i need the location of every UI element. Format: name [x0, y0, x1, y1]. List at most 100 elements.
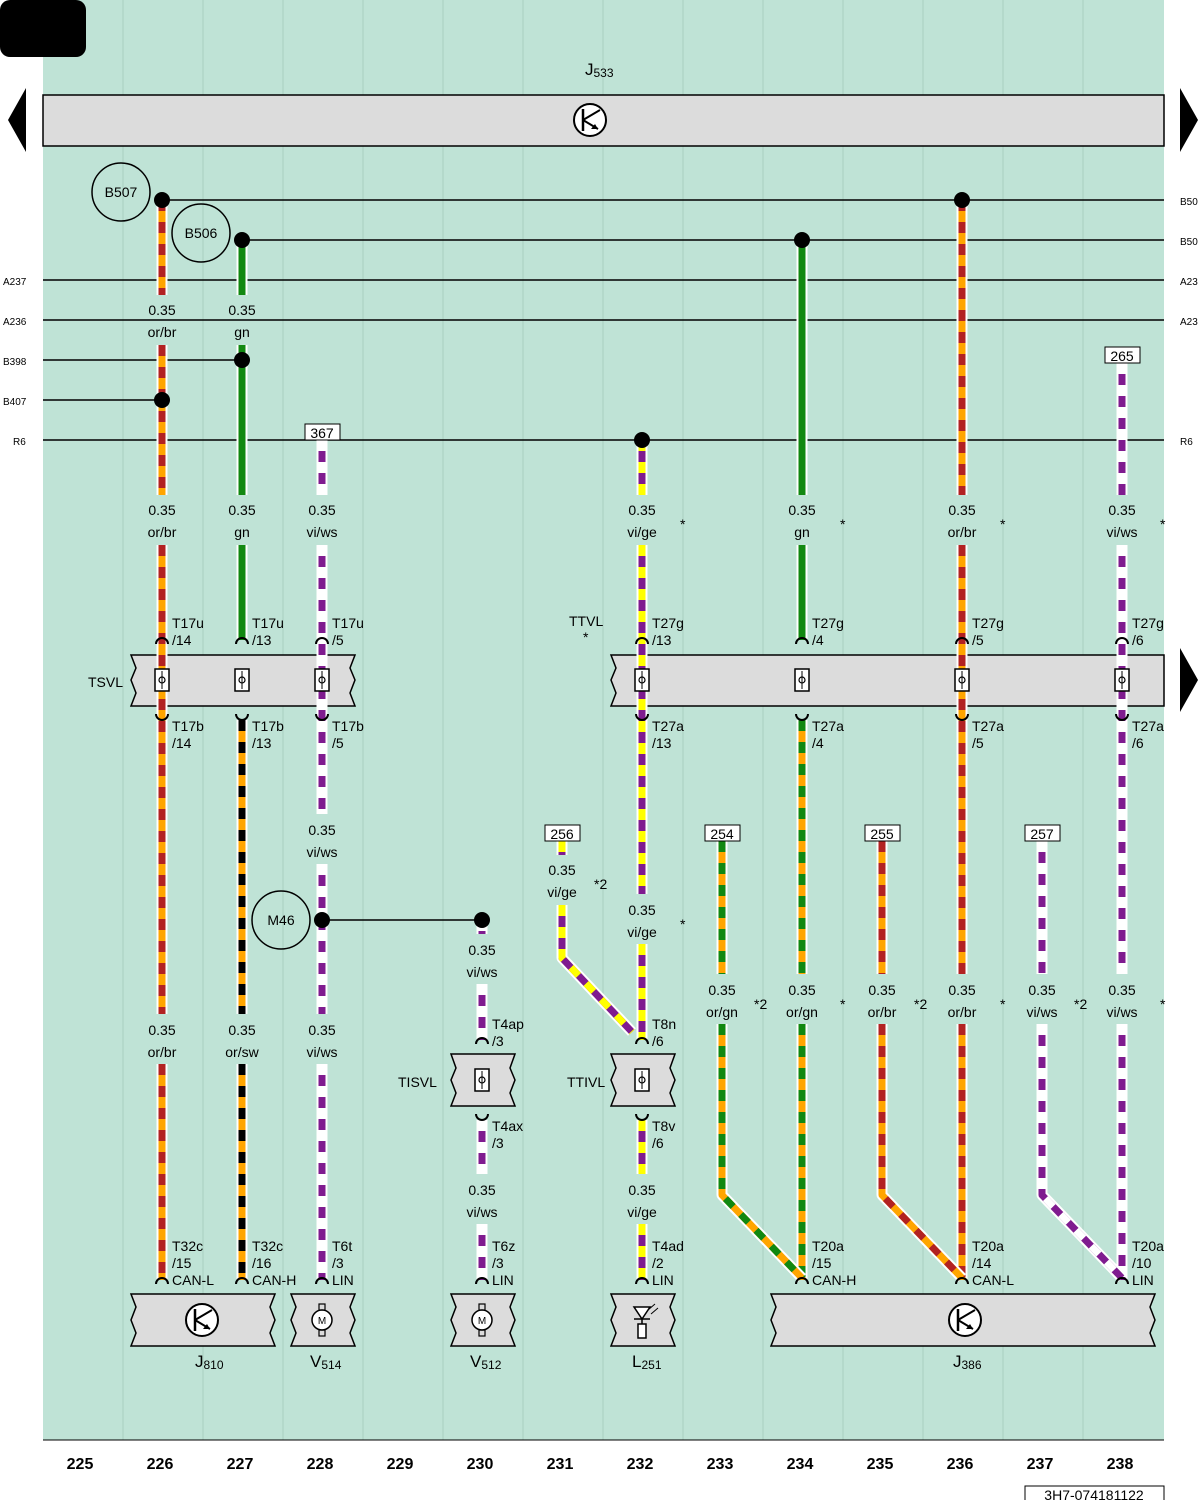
pin-label: T27a — [812, 718, 844, 734]
wire-note: *2 — [1074, 996, 1087, 1012]
svg-text:B50: B50 — [1180, 237, 1198, 248]
pin-label: /15 — [172, 1255, 192, 1271]
svg-text:R6: R6 — [13, 437, 26, 448]
bus-labels: A237 A236 B398 B407 R6 B50 B50 A23 A23 R… — [3, 197, 1198, 448]
wire-section-label: 0.35 — [628, 502, 655, 518]
column-number: 233 — [707, 1456, 734, 1473]
pin-label: /6 — [1132, 735, 1144, 751]
connector-labels: TSVL TTVL * TISVL TTIVL — [88, 613, 605, 1090]
control-unit-icon — [184, 1302, 220, 1338]
column-number: 235 — [867, 1456, 894, 1473]
pin-arcs — [155, 637, 1129, 1285]
control-unit-icon — [572, 102, 608, 138]
svg-text:*: * — [583, 629, 589, 645]
wire-section-label: 0.35 — [628, 1182, 655, 1198]
ground-b507 — [91, 162, 151, 222]
pin-label: /13 — [652, 632, 672, 648]
page-code: 3H7-074181122 — [1044, 1487, 1144, 1500]
pin-label: /6 — [652, 1135, 664, 1151]
wire-color-label: vi/ws — [306, 844, 337, 860]
pin-label: /14 — [972, 1255, 992, 1271]
continue-right-arrow — [1180, 648, 1198, 712]
pin-label: /14 — [172, 735, 192, 751]
wire-note: *2 — [594, 876, 607, 892]
svg-text:A236: A236 — [3, 317, 27, 328]
wire-section-label: 0.35 — [1028, 982, 1055, 998]
pin-label: T27g — [1132, 615, 1164, 631]
svg-text:A237: A237 — [3, 277, 27, 288]
wire-color-label: vi/ws — [1106, 524, 1137, 540]
column-number: 225 — [67, 1456, 94, 1473]
pin-label: T20a — [972, 1238, 1004, 1254]
wire-section-label: 0.35 — [1108, 502, 1135, 518]
column-number: 237 — [1027, 1456, 1054, 1473]
wire-note: * — [840, 516, 846, 532]
wire-note: *2 — [754, 996, 767, 1012]
column-number: 232 — [627, 1456, 654, 1473]
wire-note: * — [1000, 996, 1006, 1012]
svg-text:L251: L251 — [632, 1352, 662, 1372]
wire-color-label: gn — [234, 324, 250, 340]
wire-color-label: or/br — [948, 1004, 977, 1020]
wire-color-label: or/sw — [225, 1044, 259, 1060]
pin-label: /14 — [172, 632, 192, 648]
column-number: 230 — [467, 1456, 494, 1473]
pin-label: /3 — [332, 1255, 344, 1271]
pin-label: /3 — [492, 1033, 504, 1049]
svg-text:J810: J810 — [195, 1352, 224, 1372]
pin-label: /13 — [252, 632, 272, 648]
pin-label: T27a — [1132, 718, 1164, 734]
pin-label: LIN — [652, 1272, 674, 1288]
wire-color-label: vi/ge — [627, 1204, 657, 1220]
column-number: 236 — [947, 1456, 974, 1473]
page-left-arrow — [8, 88, 26, 152]
wire-section-label: 0.35 — [548, 862, 575, 878]
wire-section-label: 0.35 — [708, 982, 735, 998]
connector-ttvl — [609, 654, 1165, 707]
svg-text:TTVL: TTVL — [569, 613, 603, 629]
svg-text:A23: A23 — [1180, 317, 1198, 328]
ground-m46 — [251, 890, 311, 950]
pin-label: T32c — [172, 1238, 203, 1254]
svg-text:A23: A23 — [1180, 277, 1198, 288]
pin-label: /6 — [652, 1033, 664, 1049]
pin-label: /5 — [972, 632, 984, 648]
pin-label: T17b — [172, 718, 204, 734]
wire-color-label: gn — [234, 524, 250, 540]
wire-note: * — [680, 916, 686, 932]
pin-label: CAN-L — [172, 1272, 214, 1288]
column-number: 226 — [147, 1456, 174, 1473]
pin-label: T27a — [972, 718, 1004, 734]
pin-label: /16 — [252, 1255, 272, 1271]
wire-color-label: gn — [794, 524, 810, 540]
ground-points: B507 B506 M46 — [91, 162, 311, 950]
svg-text:R6: R6 — [1180, 437, 1193, 448]
wire-color-label: or/gn — [786, 1004, 818, 1020]
pin-label: T6t — [332, 1238, 352, 1254]
pin-label: LIN — [1132, 1272, 1154, 1288]
wire-section-label: 0.35 — [148, 302, 175, 318]
pin-label: /15 — [812, 1255, 832, 1271]
wire-section-label: 0.35 — [948, 982, 975, 998]
pin-label: T32c — [252, 1238, 283, 1254]
wire-color-label: or/br — [868, 1004, 897, 1020]
wires — [156, 200, 1128, 1282]
pin-label: /10 — [1132, 1255, 1152, 1271]
wire-segment — [716, 1024, 806, 1282]
wire-section-label: 0.35 — [308, 502, 335, 518]
wire-color-label: vi/ge — [627, 524, 657, 540]
wire-section-label: 0.35 — [468, 942, 495, 958]
component-l251 — [609, 1293, 677, 1347]
svg-text:TSVL: TSVL — [88, 674, 123, 690]
pin-label: T17b — [252, 718, 284, 734]
pin-label: T8v — [652, 1118, 675, 1134]
top-control-unit-j533: J533 — [8, 60, 1198, 712]
pin-label: T20a — [812, 1238, 844, 1254]
column-number: 227 — [227, 1456, 254, 1473]
wire-color-label: or/gn — [706, 1004, 738, 1020]
pin-label: /3 — [492, 1255, 504, 1271]
pin-label: T27g — [652, 615, 684, 631]
svg-text:265: 265 — [1110, 348, 1134, 364]
